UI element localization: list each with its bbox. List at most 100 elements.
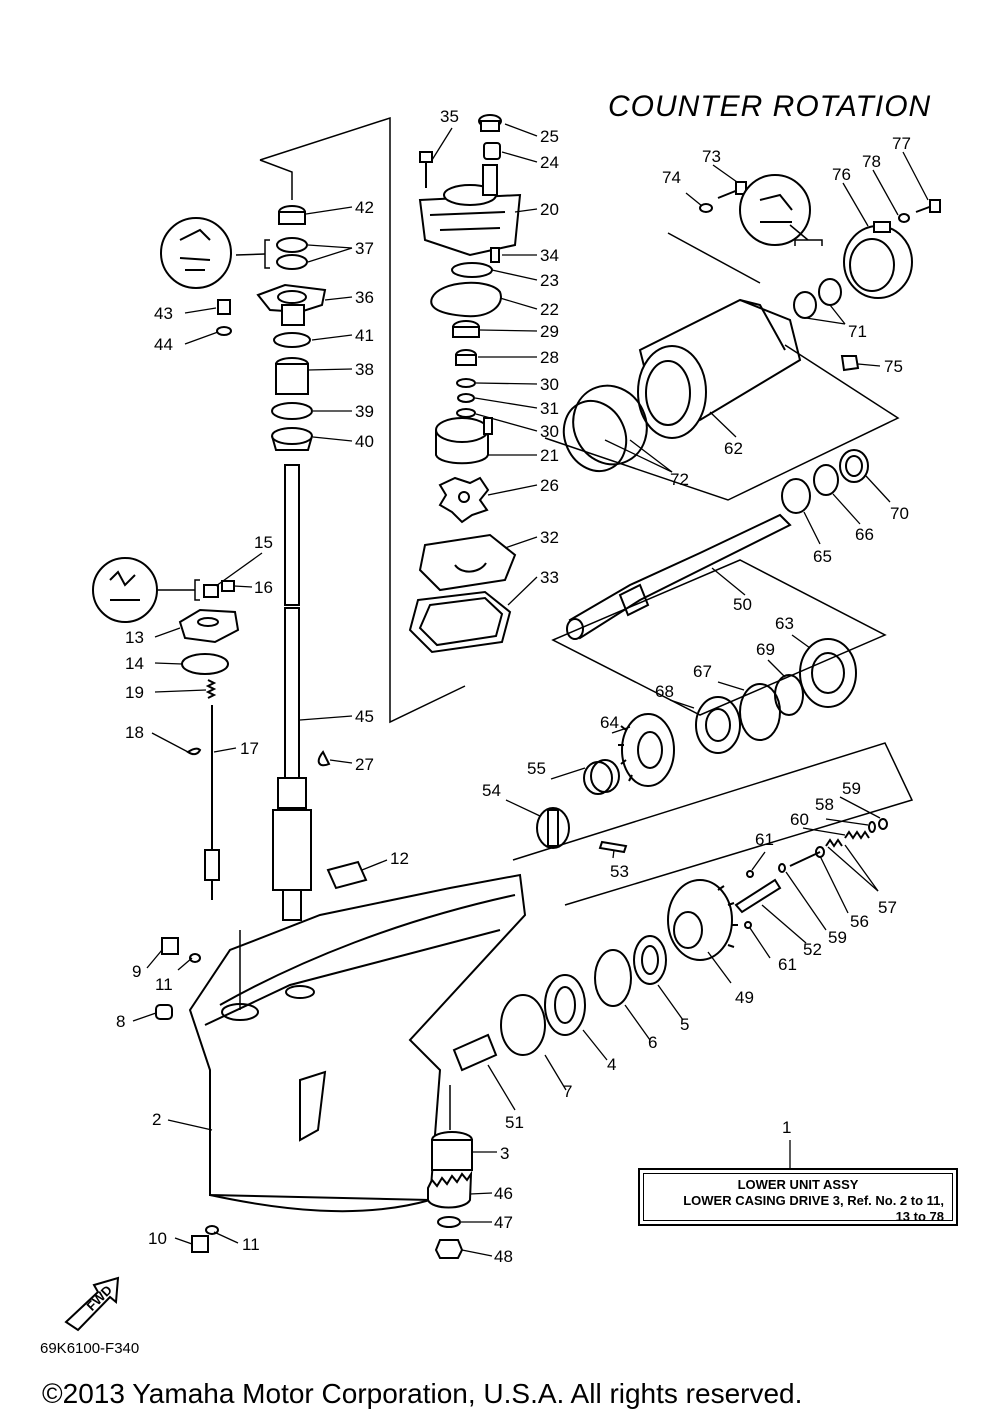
part-52-shift-plunger: [734, 878, 782, 914]
label-16: 16: [254, 578, 273, 597]
part-70-bearing: [839, 449, 869, 483]
label-29: 29: [540, 322, 559, 341]
part-29-seal: [452, 320, 480, 338]
label-18: 18: [125, 723, 144, 742]
label-32: 32: [540, 528, 559, 547]
part-9-plug: [161, 937, 179, 955]
part-27-woodruff-key: [317, 750, 331, 767]
label-31: 31: [540, 399, 559, 418]
label-20: 20: [540, 200, 559, 219]
part-34-dowel: [490, 247, 500, 263]
part-11a-gasket: [189, 953, 201, 963]
part-42-seal-housing: [278, 205, 306, 225]
part-53-pin: [598, 840, 628, 854]
label-35: 35: [440, 107, 459, 126]
label-42: 42: [355, 198, 374, 217]
part-13-shift-rod-cover: [178, 608, 240, 644]
label-44: 44: [154, 335, 173, 354]
part-72-oring-b: [562, 399, 628, 473]
label-2: 2: [152, 1110, 161, 1129]
label-67: 67: [693, 662, 712, 681]
label-54: 54: [482, 781, 501, 800]
part-30b-washer: [456, 408, 476, 418]
part-14-oring: [181, 653, 229, 675]
part-61a-ball: [746, 870, 754, 878]
part-6-shim: [594, 949, 632, 1007]
label-75: 75: [884, 357, 903, 376]
part-19-spring: [205, 679, 217, 699]
label-55: 55: [527, 759, 546, 778]
label-63: 63: [775, 614, 794, 633]
part-72-oring-a: [572, 384, 648, 466]
label-58: 58: [815, 795, 834, 814]
label-47: 47: [494, 1213, 513, 1232]
label-56: 56: [850, 912, 869, 931]
part-47-washer: [437, 1216, 461, 1228]
part-4-bearing-housing: [544, 974, 586, 1036]
part-46-pinion: [427, 1170, 473, 1209]
assembly-info-box: LOWER UNIT ASSY LOWER CASING DRIVE 3, Re…: [638, 1168, 958, 1226]
part-20-pump-housing: [418, 164, 522, 257]
fwd-arrow-icon: FWD: [64, 1276, 120, 1332]
part-15-bushing: [203, 584, 219, 598]
label-4: 4: [607, 1055, 616, 1074]
label-36: 36: [355, 288, 374, 307]
label-30b: 30: [540, 422, 559, 441]
part-41-oring: [273, 332, 311, 348]
part-45-drive-shaft: [272, 464, 312, 921]
label-62: 62: [724, 439, 743, 458]
part-48-nut: [434, 1239, 464, 1259]
label-27: 27: [355, 755, 374, 774]
label-38: 38: [355, 360, 374, 379]
detail-circle-71: [739, 174, 811, 246]
label-30a: 30: [540, 375, 559, 394]
part-21-insert-cartridge: [435, 417, 493, 465]
label-66: 66: [855, 525, 874, 544]
label-24: 24: [540, 153, 559, 172]
label-49: 49: [735, 988, 754, 1007]
detail-circle-16: [92, 557, 158, 623]
assy-title: LOWER UNIT ASSY: [737, 1177, 859, 1192]
label-76: 76: [832, 165, 851, 184]
label-7: 7: [563, 1082, 572, 1101]
label-12: 12: [390, 849, 409, 868]
part-51-shift-plunger-cradle: [452, 1033, 498, 1072]
part-26-impeller: [438, 476, 490, 524]
label-9: 9: [132, 962, 141, 981]
part-62-prop-shaft-housing: [637, 298, 802, 439]
label-23: 23: [540, 271, 559, 290]
part-12-anode: [326, 860, 368, 890]
label-69: 69: [756, 640, 775, 659]
label-21: 21: [540, 446, 559, 465]
drawing-code: 69K6100-F340: [40, 1340, 140, 1357]
part-50-propeller-shaft: [566, 513, 792, 640]
part-5-bearing: [633, 935, 667, 985]
label-52: 52: [803, 940, 822, 959]
label-19: 19: [125, 683, 144, 702]
part-66-washer: [813, 464, 839, 496]
label-60: 60: [790, 810, 809, 829]
label-65: 65: [813, 547, 832, 566]
part-24-seal: [483, 142, 501, 160]
part-59b-ball: [778, 863, 786, 873]
part-28-holder: [455, 349, 477, 366]
part-63-bearing: [799, 638, 857, 708]
part-75-plug: [840, 355, 860, 372]
part-3-bearing: [431, 1131, 473, 1171]
label-25: 25: [540, 127, 559, 146]
part-30a-washer: [456, 378, 476, 388]
part-25-grommet: [478, 114, 502, 132]
part-64-forward-gear: [618, 713, 675, 787]
part-59a-ball: [878, 818, 888, 830]
part-40-bearing: [271, 427, 313, 451]
label-37: 37: [355, 239, 374, 258]
label-72: 72: [670, 470, 689, 489]
part-36-retainer: [256, 283, 327, 326]
part-58-washer: [868, 821, 876, 833]
detail-circle-37: [160, 217, 232, 289]
part-77-bolt: [915, 199, 941, 213]
part-43-bolt: [217, 299, 231, 315]
label-51: 51: [505, 1113, 524, 1132]
assy-line-2: 13 to 78: [895, 1209, 944, 1224]
